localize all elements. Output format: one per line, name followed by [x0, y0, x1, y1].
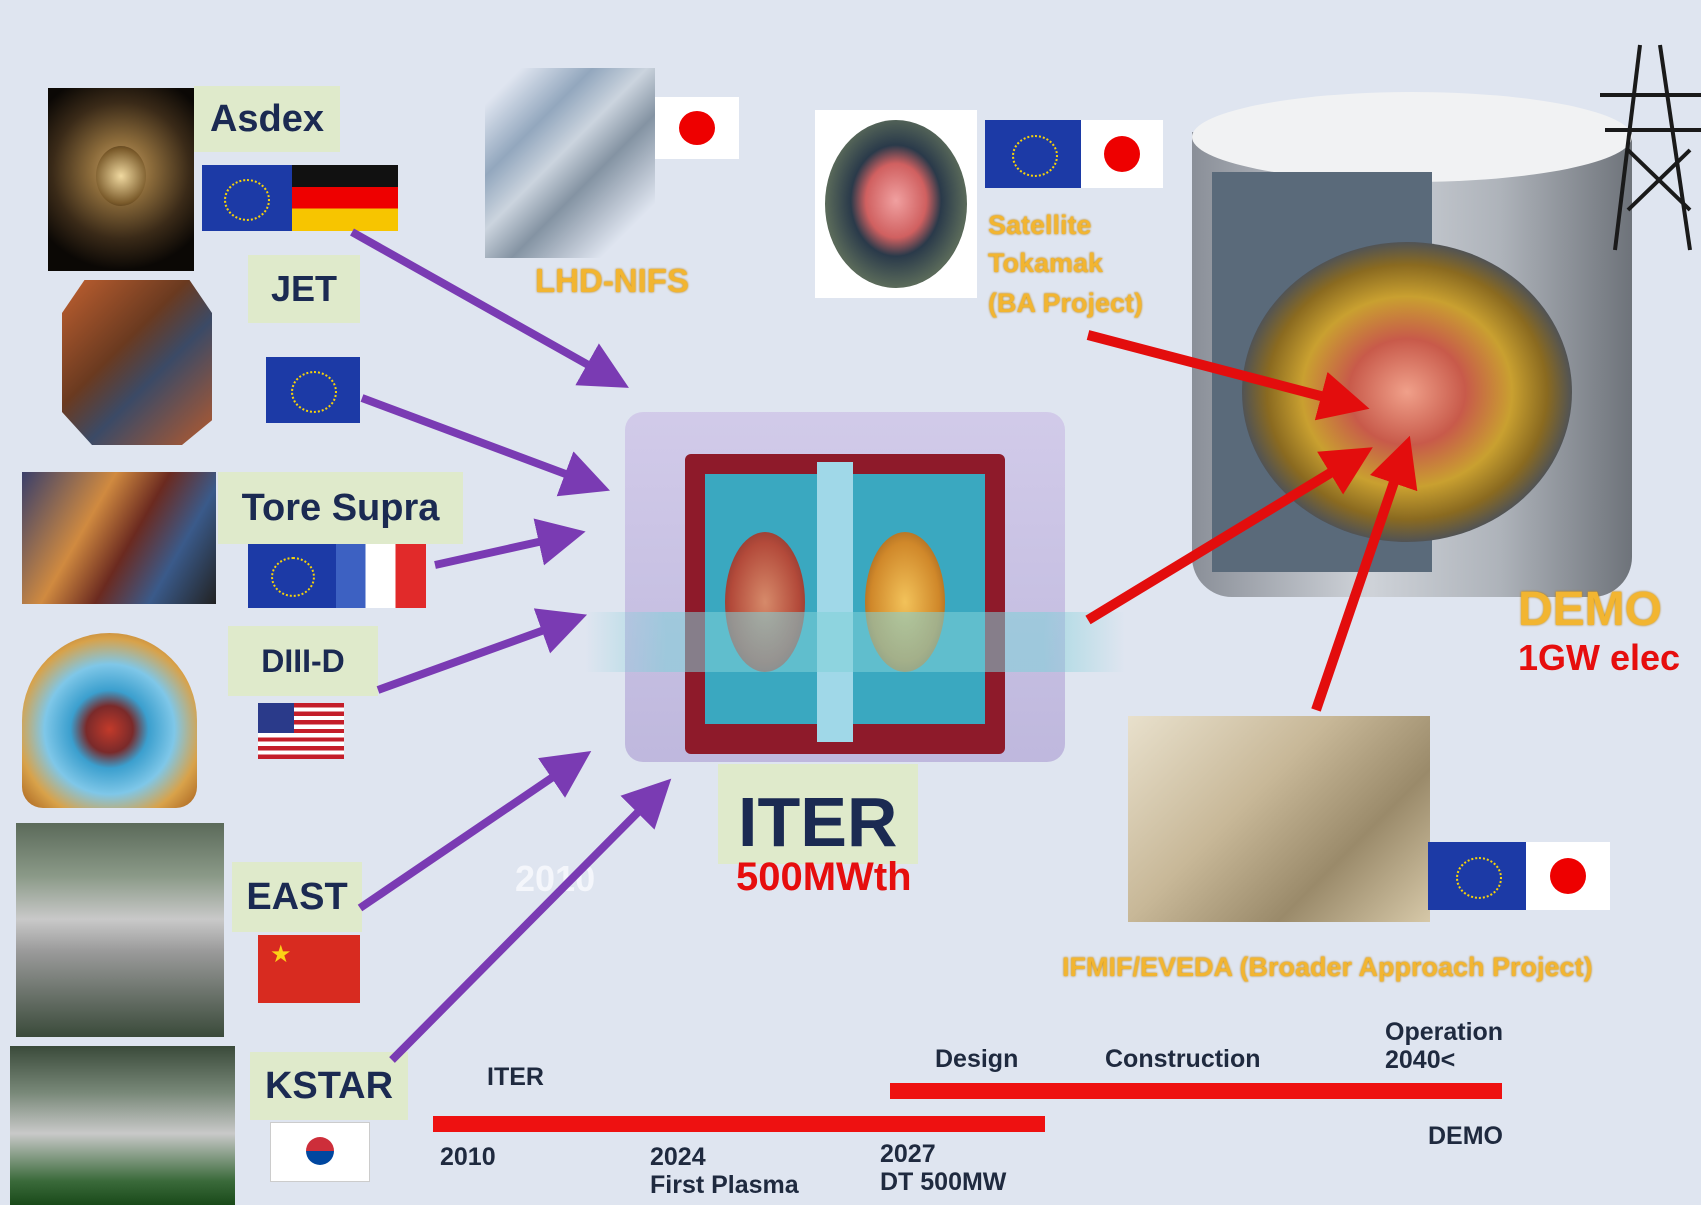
timeline-construction: Construction: [1105, 1045, 1261, 1073]
kstar-photo: [10, 1046, 235, 1205]
lhd-label: LHD-NIFS: [535, 262, 689, 299]
satellite-photo: [815, 110, 977, 298]
timeline-iter-label: ITER: [487, 1063, 544, 1091]
demo-timeline-bar: [890, 1083, 1502, 1099]
ifmif-label: IFMIF/EVEDA (Broader Approach Project): [1062, 952, 1593, 982]
usa-flag: [258, 703, 344, 759]
asdex-label: Asdex: [194, 86, 340, 152]
germany-flag: [292, 165, 398, 231]
timeline-demo-label: DEMO: [1428, 1122, 1503, 1150]
diiid-photo: [22, 633, 197, 808]
east-photo: [16, 823, 224, 1037]
asdex-photo: [48, 88, 194, 271]
timeline-iter-start: 2010: [440, 1143, 496, 1171]
satellite-eu-flag: [985, 120, 1081, 188]
tore-supra-eu-flag: [248, 544, 336, 608]
france-flag: [336, 544, 426, 608]
satellite-label-line2: Tokamak: [988, 248, 1104, 278]
satellite-japan-flag: [1081, 120, 1163, 188]
timeline-operation-year: 2040<: [1385, 1046, 1456, 1074]
iter-label-box: [718, 764, 918, 864]
satellite-label-line3: (BA Project): [988, 288, 1144, 318]
timeline-dt-text: DT 500MW: [880, 1168, 1007, 1196]
timeline-first-plasma-text: First Plasma: [650, 1171, 799, 1199]
jet-label: JET: [248, 255, 360, 323]
ifmif-japan-flag: [1526, 842, 1610, 910]
timeline-operation: Operation: [1385, 1018, 1504, 1046]
arrow-kstar-to-iter: [389, 778, 672, 1063]
tore-supra-photo: [22, 472, 216, 604]
demo-label: DEMO: [1518, 583, 1662, 636]
east-label: EAST: [232, 862, 362, 932]
satellite-label-line1: Satellite: [988, 210, 1092, 240]
iter-label: ITER: [738, 783, 898, 861]
arrow-diiid-to-iter: [376, 608, 588, 694]
ifmif-eu-flag: [1428, 842, 1526, 910]
lhd-photo: [485, 68, 655, 258]
iter-faint-year: 2010: [515, 858, 596, 899]
timeline-design: Design: [935, 1045, 1019, 1073]
timeline-first-plasma-year: 2024: [650, 1143, 706, 1171]
diiid-label: DIII-D: [228, 626, 378, 696]
ifmif-photo: [1128, 716, 1430, 922]
lhd-japan-flag: [655, 97, 739, 159]
iter-power: 500MWth: [736, 855, 912, 899]
jet-eu-flag: [266, 357, 360, 423]
iter-photo: [585, 392, 1125, 792]
korea-flag: [270, 1122, 370, 1182]
demo-photo: [1192, 92, 1632, 607]
tore-supra-label: Tore Supra: [218, 472, 463, 544]
demo-power: 1GW elec: [1518, 637, 1681, 678]
jet-photo: [62, 280, 212, 445]
timeline-dt-year: 2027: [880, 1140, 936, 1168]
iter-timeline-bar: [433, 1116, 1045, 1132]
kstar-label: KSTAR: [250, 1052, 408, 1120]
china-flag: ★: [258, 935, 360, 1003]
asdex-eu-flag: [202, 165, 292, 231]
